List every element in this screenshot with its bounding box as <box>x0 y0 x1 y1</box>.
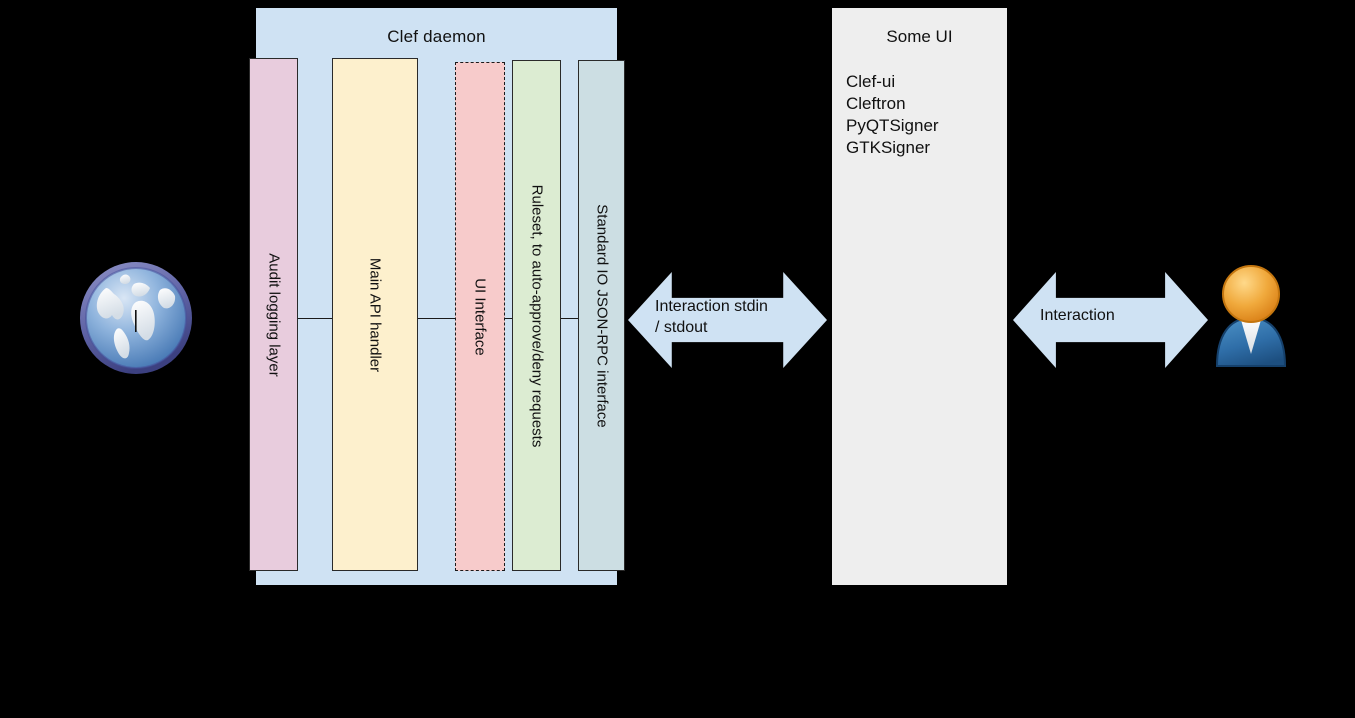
list-item: Cleftron <box>846 94 906 113</box>
column-main-api-handler[interactable]: Main API handler <box>332 58 418 571</box>
column-standard-io-json-rpc-label: Standard IO JSON-RPC interface <box>593 203 610 428</box>
column-ruleset-label: Ruleset, to auto-approve/deny requests <box>528 184 545 447</box>
clef-daemon-container: Clef daemon <box>256 8 617 585</box>
column-ui-interface-label: UI Interface <box>471 277 489 356</box>
connector-line-ui-to-ruleset <box>505 318 512 319</box>
column-ruleset[interactable]: Ruleset, to auto-approve/deny requests <box>512 60 561 571</box>
globe-icon <box>76 258 196 378</box>
connector-line-audit-to-mainapi <box>298 318 332 319</box>
connector-line-mainapi-to-ui <box>418 318 455 319</box>
some-ui-title: Some UI <box>886 27 953 46</box>
user-icon <box>1207 258 1295 368</box>
column-audit-logging-layer-label: Audit logging layer <box>265 252 282 377</box>
clef-daemon-title: Clef daemon <box>387 27 486 46</box>
list-item: PyQTSigner <box>846 116 939 135</box>
stdio-arrow-label: Interaction stdin / stdout <box>655 298 768 336</box>
column-main-api-handler-label: Main API handler <box>366 257 384 372</box>
column-standard-io-json-rpc[interactable]: Standard IO JSON-RPC interface <box>578 60 625 571</box>
list-item: GTKSigner <box>846 138 931 157</box>
some-ui-list: Clef-ui Cleftron PyQTSigner GTKSigner <box>846 71 939 159</box>
interaction-arrow-label: Interaction <box>1040 307 1115 324</box>
list-item: Clef-ui <box>846 72 896 91</box>
column-audit-logging-layer[interactable]: Audit logging layer <box>249 58 298 571</box>
connector-line-ruleset-to-stdio <box>561 318 578 319</box>
some-ui-panel: Some UI Clef-ui Cleftron PyQTSigner GTKS… <box>832 8 1007 585</box>
column-ui-interface[interactable]: UI Interface <box>455 62 505 571</box>
